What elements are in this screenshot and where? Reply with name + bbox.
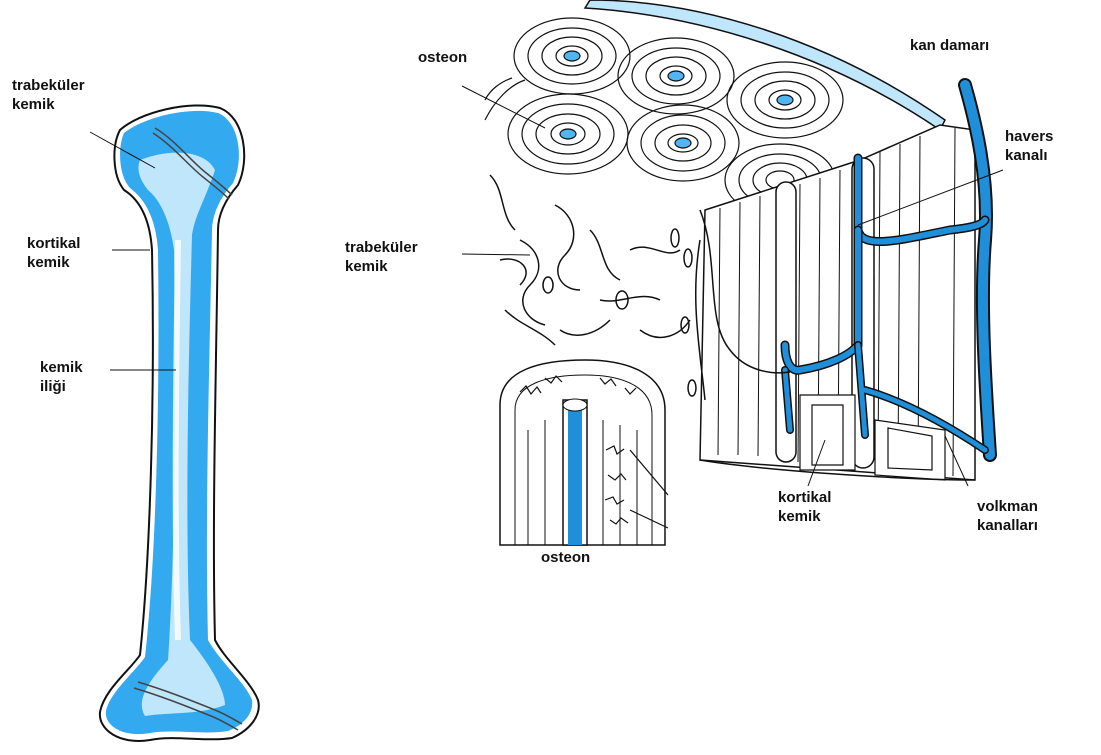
label-section-cortical-line1: kortikal <box>778 488 831 507</box>
label-osteon-bottom-text: osteon <box>541 548 590 567</box>
label-bone-cortical: kortikal kemik <box>27 234 80 272</box>
label-bone-trabecular: trabeküler kemik <box>12 76 85 114</box>
label-bone-marrow: kemik iliği <box>40 358 83 396</box>
label-bone-trabecular-line1: trabeküler <box>12 76 85 95</box>
label-bone-trabecular-line2: kemik <box>12 95 85 114</box>
osteon-cylinder <box>500 360 668 545</box>
label-bone-marrow-line1: kemik <box>40 358 83 377</box>
label-volkmann-canals-line1: volkman <box>977 497 1038 516</box>
label-osteon-top: osteon <box>418 48 467 67</box>
label-volkmann-canals: volkman kanalları <box>977 497 1038 535</box>
label-bone-cortical-line2: kemik <box>27 253 80 272</box>
label-havers-canal-line1: havers <box>1005 127 1053 146</box>
label-section-cortical-line2: kemik <box>778 507 831 526</box>
label-blood-vessel-text: kan damarı <box>910 36 989 55</box>
label-havers-canal-line2: kanalı <box>1005 146 1053 165</box>
label-osteon-bottom: osteon <box>541 548 590 567</box>
label-section-trabecular-line2: kemik <box>345 257 418 276</box>
label-bone-marrow-line2: iliği <box>40 377 83 396</box>
label-osteon-top-text: osteon <box>418 48 467 67</box>
label-section-trabecular: trabeküler kemik <box>345 238 418 276</box>
label-volkmann-canals-line2: kanalları <box>977 516 1038 535</box>
label-havers-canal: havers kanalı <box>1005 127 1053 165</box>
long-bone <box>90 105 259 740</box>
label-section-trabecular-line1: trabeküler <box>345 238 418 257</box>
label-section-cortical: kortikal kemik <box>778 488 831 526</box>
label-blood-vessel: kan damarı <box>910 36 989 55</box>
label-bone-cortical-line1: kortikal <box>27 234 80 253</box>
